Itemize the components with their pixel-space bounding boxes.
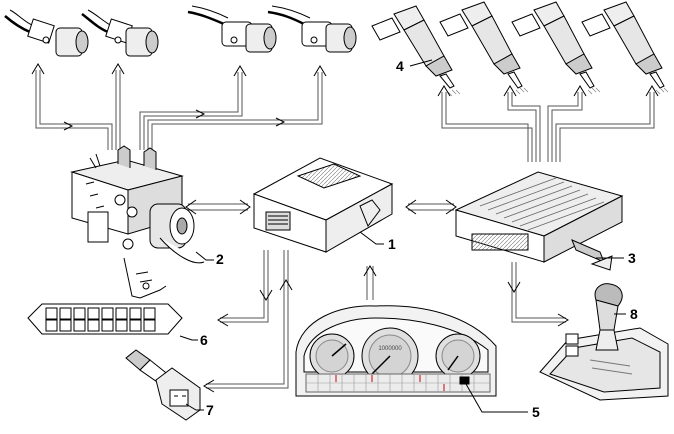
engine-ecu [454,171,624,271]
diagnostic-connector [27,303,183,335]
injector-4 [581,1,665,89]
callout-4: 4 [396,58,404,74]
callout-8: 8 [630,306,638,322]
cluster-odometer: 1000000 [378,346,402,352]
wheel-sensor-4 [267,5,357,53]
callout-1: 1 [388,236,396,252]
instrument-cluster: 1000000 [295,305,497,397]
electronic-control-unit [252,157,394,253]
wheel-sensor-3 [187,5,277,53]
callout-7: 7 [206,402,214,418]
callout-6: 6 [200,332,208,348]
wheel-speed-sensors [4,5,357,57]
cluster-tachometer [309,333,355,379]
abs-hydraulic-unit [70,145,205,299]
gear-selector [539,283,669,401]
cluster-speedometer: 1000000 [361,327,419,385]
callout-2: 2 [216,251,224,267]
abs-warning-lamp [459,376,470,385]
callout-3: 3 [628,250,636,266]
injector-3 [511,1,595,89]
wheel-sensor-1 [4,9,89,57]
injector-2 [439,1,523,89]
wheel-sensor-2 [81,9,159,57]
signal-paths [31,63,659,393]
fuel-injectors [371,1,669,97]
injector-1 [371,5,455,89]
cluster-fuel-temp-gauge [435,333,481,379]
brake-light-switch [125,349,201,421]
callout-5: 5 [532,404,540,420]
callout-leaders [179,59,626,413]
